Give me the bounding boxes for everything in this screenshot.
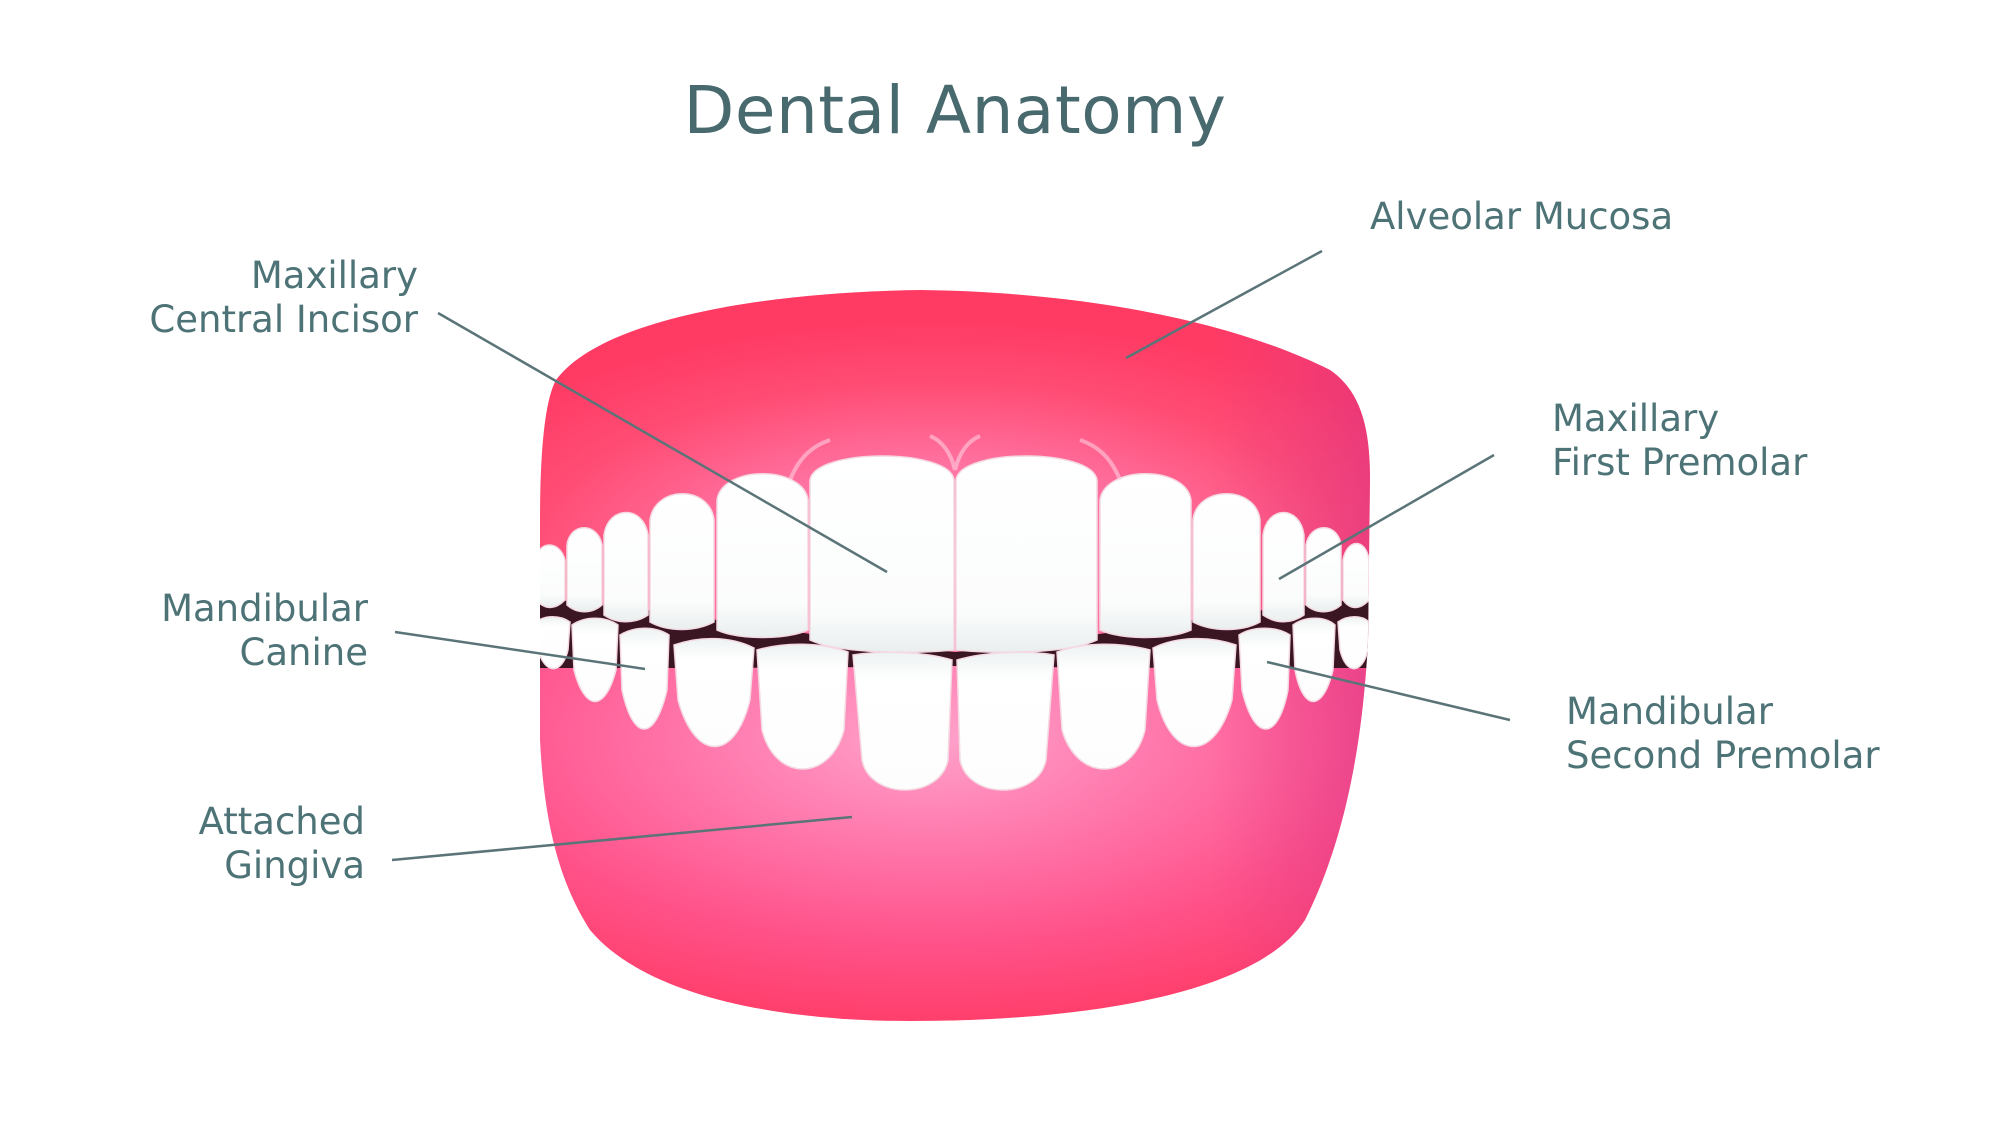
lower-lateral-incisor-right: [1056, 643, 1151, 770]
label-maxillary-central-incisor: Maxillary Central Incisor: [149, 254, 418, 342]
lower-lateral-incisor-left: [756, 643, 849, 770]
upper-teeth: [540, 455, 1370, 654]
upper-second-premolar-right: [1305, 527, 1342, 613]
upper-lateral-incisor-left: [716, 473, 809, 639]
label-mandibular-canine: Mandibular Canine: [161, 587, 368, 675]
upper-canine-right: [1192, 493, 1261, 631]
upper-first-premolar-left: [603, 511, 649, 623]
leader-line-mandibular-second-premolar: [1266, 660, 1511, 722]
label-attached-gingiva: Attached Gingiva: [199, 800, 365, 888]
label-line-2: Gingiva: [224, 844, 365, 887]
label-line-2: First Premolar: [1552, 441, 1808, 484]
label-line-1: Mandibular: [161, 587, 368, 630]
lower-second-premolar-right: [1292, 617, 1336, 702]
lower-first-premolar-left: [619, 627, 670, 730]
label-alveolar-mucosa: Alveolar Mucosa: [1370, 195, 1673, 239]
upper-second-premolar-left: [566, 527, 603, 613]
upper-central-incisor-right: [955, 455, 1098, 654]
label-line-1: Mandibular: [1566, 690, 1773, 733]
lower-second-premolar-left: [571, 617, 619, 702]
upper-molar-left: [540, 544, 566, 609]
diagram-title: Dental Anatomy: [683, 72, 1227, 149]
label-line-2: Central Incisor: [149, 298, 418, 341]
lower-first-premolar-right: [1238, 627, 1291, 730]
upper-canine-left: [649, 493, 715, 631]
label-maxillary-first-premolar: Maxillary First Premolar: [1552, 397, 1807, 485]
leader-line-attached-gingiva: [391, 815, 853, 862]
label-line-1: Attached: [198, 800, 365, 843]
leader-lines: [391, 249, 1511, 862]
label-line-2: Second Premolar: [1566, 734, 1880, 777]
label-line-1: Maxillary: [250, 254, 418, 297]
leader-line-maxillary-central-incisor: [437, 311, 888, 574]
lower-canine-right: [1152, 637, 1237, 748]
leader-line-alveolar-mucosa: [1125, 249, 1323, 360]
gum: [540, 290, 1370, 1021]
label-line-1: Alveolar Mucosa: [1370, 195, 1674, 238]
lower-teeth: [540, 616, 1370, 791]
lower-central-incisor-right: [956, 651, 1055, 791]
lower-central-incisor-left: [852, 651, 953, 791]
lower-canine-left: [673, 637, 755, 747]
upper-first-premolar-right: [1262, 511, 1305, 623]
label-mandibular-second-premolar: Mandibular Second Premolar: [1566, 690, 1880, 778]
upper-lateral-incisor-right: [1099, 473, 1192, 639]
label-line-2: Canine: [239, 631, 368, 674]
upper-molar-right: [1342, 542, 1370, 609]
leader-line-mandibular-canine: [394, 630, 646, 671]
leader-line-maxillary-first-premolar: [1278, 453, 1495, 581]
upper-central-incisor-left: [809, 455, 955, 654]
label-line-1: Maxillary: [1552, 397, 1720, 440]
